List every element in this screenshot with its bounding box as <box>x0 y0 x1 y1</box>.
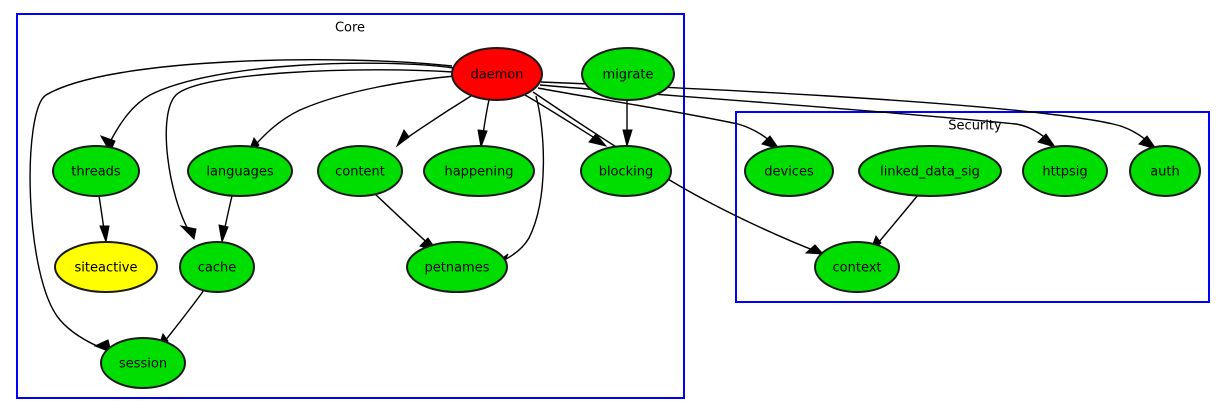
edge-line <box>499 95 545 263</box>
node-shape[interactable] <box>1022 145 1108 197</box>
edge-daemon-to-languages <box>246 75 456 156</box>
node-happening[interactable]: happening <box>423 145 535 197</box>
node-label: session <box>119 357 167 372</box>
node-label: happening <box>444 165 513 180</box>
node-label: context <box>833 261 882 276</box>
node-siteactive[interactable]: siteactive <box>54 241 158 293</box>
edge-daemon-to-content <box>395 95 472 148</box>
node-linked_data_sig[interactable]: linked_data_sig <box>858 145 1002 197</box>
edge-daemon-to-devices <box>537 87 781 150</box>
node-languages[interactable]: languages <box>187 145 293 197</box>
node-daemon[interactable]: daemon <box>451 47 543 101</box>
arrowhead-icon <box>1037 133 1057 148</box>
node-session[interactable]: session <box>100 337 186 389</box>
node-shape[interactable] <box>451 47 543 101</box>
arrowhead-icon <box>804 244 825 255</box>
cluster-border <box>735 111 1210 303</box>
arrowhead-icon <box>588 133 608 147</box>
edge-daemon-to-context <box>532 91 825 255</box>
nodes-layer: daemon migrate threads languages content happ… <box>52 47 1201 389</box>
node-shape[interactable] <box>423 145 535 197</box>
node-shape[interactable] <box>581 47 675 101</box>
arrowhead-icon <box>1138 135 1158 150</box>
node-label: content <box>335 165 385 180</box>
edge-line <box>400 95 472 143</box>
edge-threads-to-siteactive <box>98 195 110 244</box>
node-label: cache <box>198 261 237 276</box>
arrowhead-icon <box>761 135 781 150</box>
node-shape[interactable] <box>317 145 403 197</box>
node-shape[interactable] <box>100 337 186 389</box>
edge-line <box>250 75 456 151</box>
node-shape[interactable] <box>406 241 508 293</box>
node-shape[interactable] <box>187 145 293 197</box>
edge-line <box>873 194 919 249</box>
cluster-core: Core <box>16 13 685 399</box>
node-label: httpsig <box>1042 165 1087 180</box>
arrowhead-icon <box>218 224 229 244</box>
node-httpsig[interactable]: httpsig <box>1022 145 1108 197</box>
node-label: auth <box>1150 165 1180 180</box>
node-shape[interactable] <box>580 145 672 197</box>
cluster-label: Core <box>335 21 365 36</box>
node-context[interactable]: context <box>814 241 900 293</box>
node-blocking[interactable]: blocking <box>580 145 672 197</box>
edge-line <box>524 94 602 143</box>
edge-line <box>537 87 776 146</box>
arrowhead-icon <box>395 128 410 148</box>
node-migrate[interactable]: migrate <box>581 47 675 101</box>
node-shape[interactable] <box>54 241 158 293</box>
edge-line <box>532 91 819 253</box>
node-label: languages <box>206 165 274 180</box>
node-shape[interactable] <box>858 145 1002 197</box>
edge-line <box>107 62 455 147</box>
edge-daemon-to-cache <box>165 69 454 241</box>
node-label: linked_data_sig <box>880 165 980 180</box>
arrowhead-icon <box>179 225 197 241</box>
cluster-security: Security <box>735 111 1210 303</box>
node-label: threads <box>71 165 121 180</box>
node-auth[interactable]: auth <box>1129 145 1201 197</box>
node-cache[interactable]: cache <box>179 241 255 293</box>
arrowhead-icon <box>99 225 110 244</box>
node-shape[interactable] <box>814 241 900 293</box>
edge-daemon-to-session <box>29 59 453 353</box>
cluster-border <box>16 13 685 399</box>
edge-line <box>374 193 433 248</box>
edge-migrate-to-blocking <box>622 100 633 148</box>
node-shape[interactable] <box>179 241 255 293</box>
node-shape[interactable] <box>744 145 834 197</box>
node-label: blocking <box>599 165 654 180</box>
arrowhead-icon <box>622 129 633 148</box>
node-shape[interactable] <box>52 145 140 197</box>
cluster-label: Security <box>948 119 1002 134</box>
node-label: petnames <box>425 261 490 276</box>
arrowhead-icon <box>477 129 488 149</box>
edge-line <box>29 59 453 351</box>
node-label: devices <box>764 165 814 180</box>
edge-languages-to-cache <box>218 195 233 244</box>
node-label: daemon <box>470 68 523 83</box>
edge-daemon-to-happening <box>477 99 490 149</box>
edge-linked_data_sig-to-context <box>868 194 919 254</box>
node-petnames[interactable]: petnames <box>406 241 508 293</box>
edge-line <box>165 69 454 234</box>
node-shape[interactable] <box>1129 145 1201 197</box>
node-label: migrate <box>603 68 654 83</box>
edges-layer <box>29 59 1158 353</box>
edge-daemon-to-blocking <box>524 94 608 147</box>
node-content[interactable]: content <box>317 145 403 197</box>
node-threads[interactable]: threads <box>52 145 140 197</box>
node-devices[interactable]: devices <box>744 145 834 197</box>
node-label: siteactive <box>75 261 138 276</box>
edge-line <box>160 289 205 347</box>
edge-content-to-petnames <box>374 193 439 252</box>
